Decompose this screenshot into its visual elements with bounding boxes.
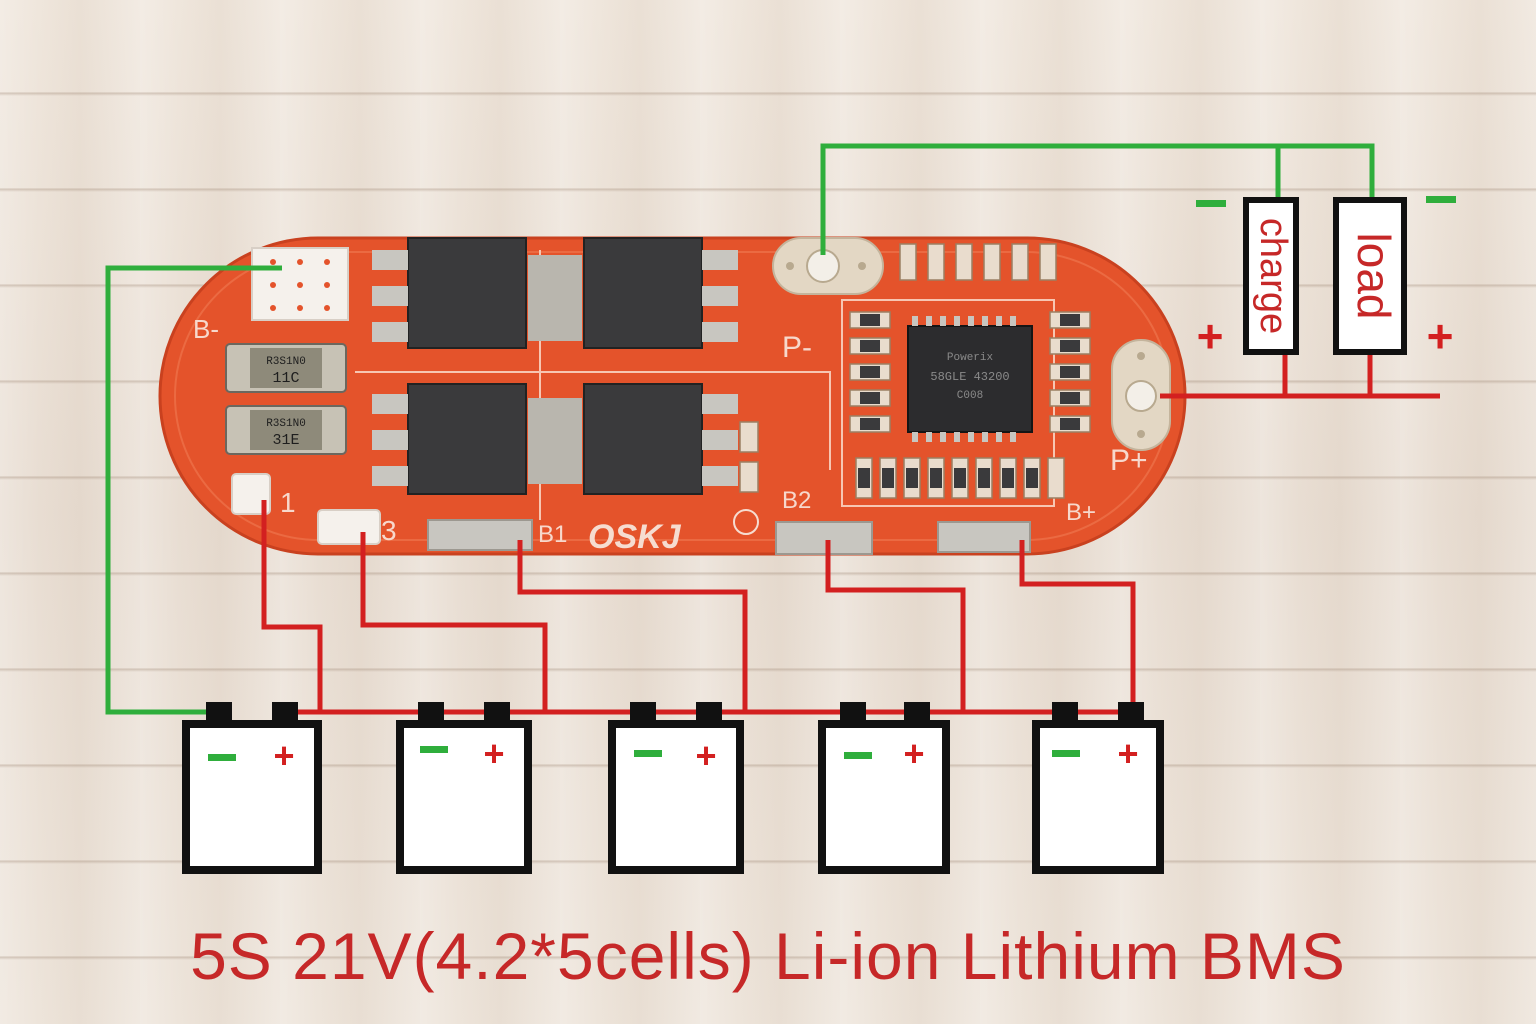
svg-text:R3S1N0: R3S1N0 [266, 356, 306, 368]
brand-logo-icon [733, 509, 759, 535]
bms-board: B- R3S1N0 11C R3S1N0 31E [158, 236, 1187, 556]
battery-cell-1: + [182, 702, 322, 874]
shunt-resistor-bottom: R3S1N0 31E [225, 405, 347, 455]
svg-text:11C: 11C [272, 370, 299, 387]
charge-label: charge [1252, 218, 1294, 334]
mosfet-top-left [372, 237, 527, 349]
mosfet-top-right [583, 237, 738, 349]
svg-text:+: + [903, 733, 924, 774]
brand-logo-text: OSKJ [588, 518, 682, 556]
charge-plus-sign: + [1197, 310, 1224, 362]
mosfet-bottom-left [372, 383, 527, 495]
cell1-pad [231, 473, 271, 515]
pad-label-b-plus: B+ [1066, 499, 1096, 526]
battery-cell-5: + [1032, 702, 1164, 874]
shunt-resistor-top: R3S1N0 11C [225, 343, 347, 393]
pad-label-b1: B1 [538, 521, 567, 548]
b-plus-pad [937, 521, 1031, 553]
svg-text:C008: C008 [957, 390, 983, 402]
pad-label-b2: B2 [782, 487, 811, 514]
svg-text:+: + [483, 733, 504, 774]
svg-text:+: + [273, 735, 294, 776]
svg-text:+: + [1117, 733, 1138, 774]
cell3-pad [317, 509, 381, 545]
battery-cell-3: + [608, 702, 744, 874]
svg-text:58GLE 43200: 58GLE 43200 [930, 370, 1009, 384]
svg-text:Powerix: Powerix [947, 352, 994, 364]
diagram-caption: 5S 21V(4.2*5cells) Li-ion Lithium BMS [190, 919, 1346, 993]
load-terminal: load [1333, 197, 1407, 355]
pad-label-cell1: 1 [280, 487, 296, 518]
pad-label-p-plus: P+ [1110, 444, 1148, 477]
p-minus-pad [772, 237, 884, 295]
svg-text:31E: 31E [272, 432, 299, 449]
green-wires [105, 143, 1375, 715]
battery-cell-2: + [396, 702, 532, 874]
smd-components [739, 243, 1091, 499]
battery-cell-4: + [818, 702, 950, 874]
b1-pad [427, 519, 533, 551]
load-plus-sign: + [1427, 310, 1454, 362]
b2-pad [775, 521, 873, 555]
mosfet-bottom-right [583, 383, 738, 495]
pad-label-b-minus: B- [193, 314, 219, 344]
pad-label-cell3: 3 [381, 515, 397, 546]
svg-text:R3S1N0: R3S1N0 [266, 418, 306, 430]
charge-terminal: charge [1243, 197, 1299, 355]
svg-text:+: + [695, 735, 716, 776]
charge-minus-sign [1196, 200, 1226, 207]
load-minus-sign [1426, 196, 1456, 203]
pad-label-p-minus: P- [782, 331, 812, 364]
load-label: load [1348, 233, 1400, 320]
protection-ic: Powerix 58GLE 43200 C008 [907, 325, 1033, 433]
